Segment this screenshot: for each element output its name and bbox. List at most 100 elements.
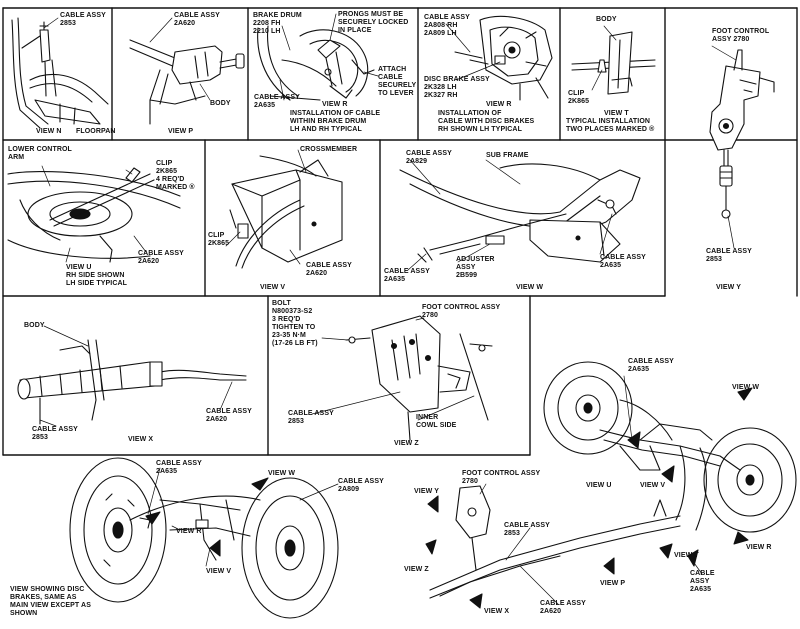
view-z-bolt-line-6: (17-26 LB FT) (272, 340, 318, 347)
view-n-floorpan-label: FLOORPAN (76, 128, 116, 135)
view-r-attach-line-4: TO LEVER (378, 90, 414, 97)
main-cable-2a620-line-2: 2A620 (540, 608, 562, 615)
view-x-cable-right-line-1: CABLE ASSY (206, 408, 252, 415)
view-r2-disc-label: DISC BRAKE ASSY 2K328 LH 2K327 RH (424, 76, 490, 100)
view-r-caption-line-1: INSTALLATION OF CABLE (290, 110, 381, 117)
view-x-cable-right-line-2: 2A620 (206, 416, 228, 423)
main-left-cable-line-2: 2A635 (156, 468, 178, 475)
main-left-view-w: VIEW W (268, 470, 296, 477)
view-u-arm-line-2: ARM (8, 154, 25, 161)
view-x-title: VIEW X (128, 436, 154, 443)
view-r-attach-note: ATTACH CABLE SECURELY TO LEVER (378, 66, 416, 98)
main-left-cable-r-label: CABLE ASSY 2A809 (338, 478, 384, 494)
view-u-arm-label: LOWER CONTROL ARM (8, 146, 72, 162)
view-r2-caption: INSTALLATION OF CABLE WITH DISC BRAKES R… (438, 110, 534, 134)
view-z-foot-label: FOOT CONTROL ASSY 2780 (422, 304, 500, 320)
view-r2-caption-line-2: CABLE WITH DISC BRAKES (438, 118, 535, 125)
view-y-foot-line-2: ASSY 2780 (712, 36, 750, 43)
main-right-cable-bottom-label: CABLE ASSY 2A635 (690, 570, 715, 594)
view-w-cable-left-line-1: CABLE ASSY (384, 268, 430, 275)
view-r-attach-line-2: CABLE (378, 74, 403, 81)
view-r-drum-line-3: 2210 LH (253, 28, 281, 35)
view-v-cable-line-1: CABLE ASSY (306, 262, 352, 269)
view-z-bolt-line-4: TIGHTEN TO (272, 324, 316, 331)
main-right-cable-bottom-line-1: CABLE (690, 570, 715, 577)
view-r-prongs-line-2: SECURELY LOCKED (338, 19, 409, 26)
view-v-crossmember-label: CROSSMEMBER (300, 146, 358, 153)
view-r-prongs-line-1: PRONGS MUST BE (338, 11, 404, 18)
view-x-body-label: BODY (24, 322, 45, 329)
view-r-attach-line-1: ATTACH (378, 66, 407, 73)
main-cable-2a620-label: CABLE ASSY 2A620 (540, 600, 586, 616)
view-n-title: VIEW N (36, 128, 62, 135)
view-z-foot-line-2: 2780 (422, 312, 438, 319)
view-t-body-label: BODY (596, 16, 617, 23)
main-foot-control-line-1: FOOT CONTROL ASSY (462, 470, 541, 477)
view-z-bolt-label: BOLT N800373-S2 3 REQ'D TIGHTEN TO 23-35… (272, 300, 318, 348)
main-right-drawing (425, 361, 797, 609)
view-z-bolt-line-2: N800373-S2 (272, 308, 313, 315)
view-x-cable-right-label: CABLE ASSY 2A620 (206, 408, 252, 424)
main-left-cable-r-line-1: CABLE ASSY (338, 478, 384, 485)
view-r2-disc-line-3: 2K327 RH (424, 92, 458, 99)
view-v-drawing (229, 155, 343, 269)
view-x-cable-left-line-2: 2853 (32, 434, 48, 441)
view-r-caption-line-3: LH AND RH TYPICAL (290, 126, 362, 133)
main-left-view-v: VIEW V (206, 568, 232, 575)
main-right-view-t: VIEW T (674, 552, 699, 559)
main-right-cable-top-line-1: CABLE ASSY (628, 358, 674, 365)
main-left-caption: VIEW SHOWING DISC BRAKES, SAME AS MAIN V… (10, 586, 91, 618)
view-u-cable-line-2: 2A620 (138, 258, 160, 265)
main-foot-control-label: FOOT CONTROL ASSY 2780 (462, 470, 540, 486)
view-p-body-label: BODY (210, 100, 231, 107)
view-z-inner-line-1: INNER (416, 414, 439, 421)
main-left-drawing (69, 457, 339, 619)
view-r2-disc-line-1: DISC BRAKE ASSY (424, 76, 490, 83)
view-z-foot-line-1: FOOT CONTROL ASSY (422, 304, 501, 311)
main-left-cable-r-line-2: 2A809 (338, 486, 360, 493)
main-right-view-r: VIEW R (746, 544, 772, 551)
view-p-drawing (129, 39, 245, 125)
view-p-title: VIEW P (168, 128, 194, 135)
view-n-cable-line-1: CABLE ASSY (60, 12, 106, 19)
view-w-cable-top-line-1: CABLE ASSY (406, 150, 452, 157)
view-t-clip-line-1: CLIP (568, 90, 585, 97)
view-x-cable-left-label: CABLE ASSY 2853 (32, 426, 78, 442)
view-v-clip-line-2: 2K865 (208, 240, 230, 247)
view-w-cable-left-label: CABLE ASSY 2A635 (384, 268, 430, 284)
view-v-cable-label: CABLE ASSY 2A620 (306, 262, 352, 278)
main-right-cable-top-label: CABLE ASSY 2A635 (628, 358, 674, 374)
view-y-cable-line-2: 2853 (706, 256, 722, 263)
view-x-cable-left-line-1: CABLE ASSY (32, 426, 78, 433)
main-left-caption-line-1: VIEW SHOWING DISC (10, 586, 85, 593)
main-left-cable-line-1: CABLE ASSY (156, 460, 202, 467)
view-n-cable-line-2: 2853 (60, 20, 76, 27)
view-y-cable-line-1: CABLE ASSY (706, 248, 752, 255)
view-t-clip-label: CLIP 2K865 (568, 90, 589, 106)
main-cable-2853-line-1: CABLE ASSY (504, 522, 550, 529)
view-z-drawing (345, 315, 493, 441)
view-w-drawing (399, 163, 641, 263)
view-u-title-line-3: LH SIDE TYPICAL (66, 280, 128, 287)
view-z-title: VIEW Z (394, 440, 419, 447)
view-z-cable-line-1: CABLE ASSY (288, 410, 334, 417)
view-r2-cable-line-2: 2A808 RH (424, 22, 458, 29)
view-z-bolt-line-3: 3 REQ'D (272, 316, 301, 323)
view-r-title: VIEW R (322, 101, 348, 108)
panel-frames (2, 7, 798, 456)
view-u-title: VIEW U RH SIDE SHOWN LH SIDE TYPICAL (66, 264, 127, 288)
view-w-cable-right-line-2: 2A635 (600, 262, 622, 269)
view-w-cable-right-line-1: CABLE ASSY (600, 254, 646, 261)
main-right-view-v: VIEW V (640, 482, 666, 489)
view-t-caption: TYPICAL INSTALLATION TWO PLACES MARKED ® (566, 118, 654, 134)
view-u-drawing (7, 167, 181, 263)
view-t-caption-line-1: TYPICAL INSTALLATION (566, 118, 651, 125)
view-r-cable-line-2: 2A635 (254, 102, 276, 109)
view-z-inner-line-2: COWL SIDE (416, 422, 457, 429)
view-r2-cable-label: CABLE ASSY 2A808 RH 2A809 LH (424, 14, 470, 38)
view-u-title-line-2: RH SIDE SHOWN (66, 272, 125, 279)
view-u-clip-line-1: CLIP (156, 160, 173, 167)
view-r-disc-drawing (454, 15, 553, 101)
view-r2-disc-line-2: 2K328 LH (424, 84, 457, 91)
main-view-x: VIEW X (484, 608, 510, 615)
